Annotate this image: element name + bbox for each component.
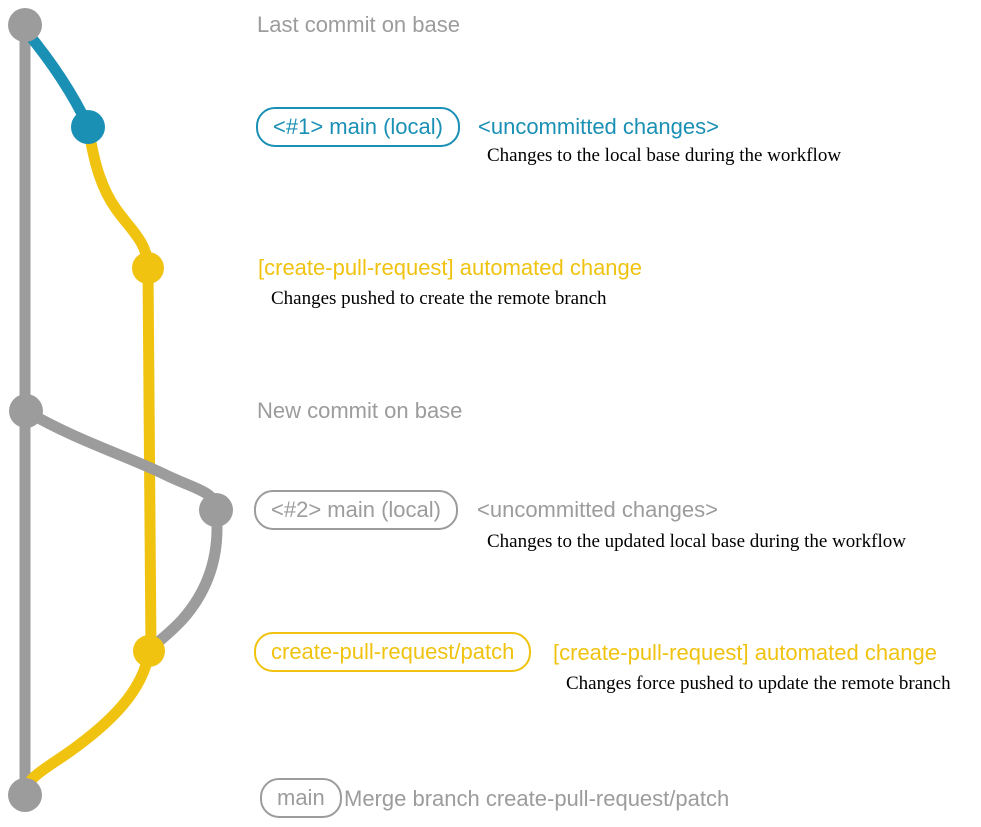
label-last-commit-on-base: Last commit on base <box>257 12 460 37</box>
commit-local-2 <box>199 493 233 527</box>
commit-local-1 <box>71 110 105 144</box>
label-automated-change-1: [create-pull-request] automated change <box>258 255 643 280</box>
commit-new-base <box>9 394 43 428</box>
remote-branch-line <box>142 267 157 652</box>
label-uncommitted-changes-1: <uncommitted changes> <box>478 114 719 139</box>
branch-badge-main-local-1: <#1> main (local) <box>256 107 460 147</box>
description-local-1: Changes to the local base during the wor… <box>487 145 842 166</box>
commit-merge <box>8 778 42 812</box>
edge-remote-2-to-merge <box>19 646 155 797</box>
label-uncommitted-changes-2: <uncommitted changes> <box>477 497 718 522</box>
commit-remote-2 <box>133 635 165 667</box>
label-merge-branch: Merge branch create-pull-request/patch <box>344 786 730 811</box>
description-remote-2: Changes force pushed to update the remot… <box>566 673 951 694</box>
description-local-2: Changes to the updated local base during… <box>487 531 906 552</box>
commit-last-base <box>8 8 42 42</box>
description-remote-1: Changes pushed to create the remote bran… <box>271 288 607 309</box>
edge-local-2-to-remote-2 <box>145 504 223 655</box>
edge-new-base-to-local-2 <box>20 405 222 515</box>
branch-badge-create-pull-request-patch: create-pull-request/patch <box>254 632 532 672</box>
commit-remote-1 <box>132 252 164 284</box>
label-new-commit-on-base: New commit on base <box>257 398 463 423</box>
branch-badge-main: main <box>260 778 342 818</box>
edge-base-to-local-1 <box>20 25 94 132</box>
label-automated-change-2: [create-pull-request] automated change <box>553 640 938 665</box>
edge-local-1-to-remote-1 <box>83 125 154 271</box>
branch-badge-main-local-2: <#2> main (local) <box>254 490 458 530</box>
